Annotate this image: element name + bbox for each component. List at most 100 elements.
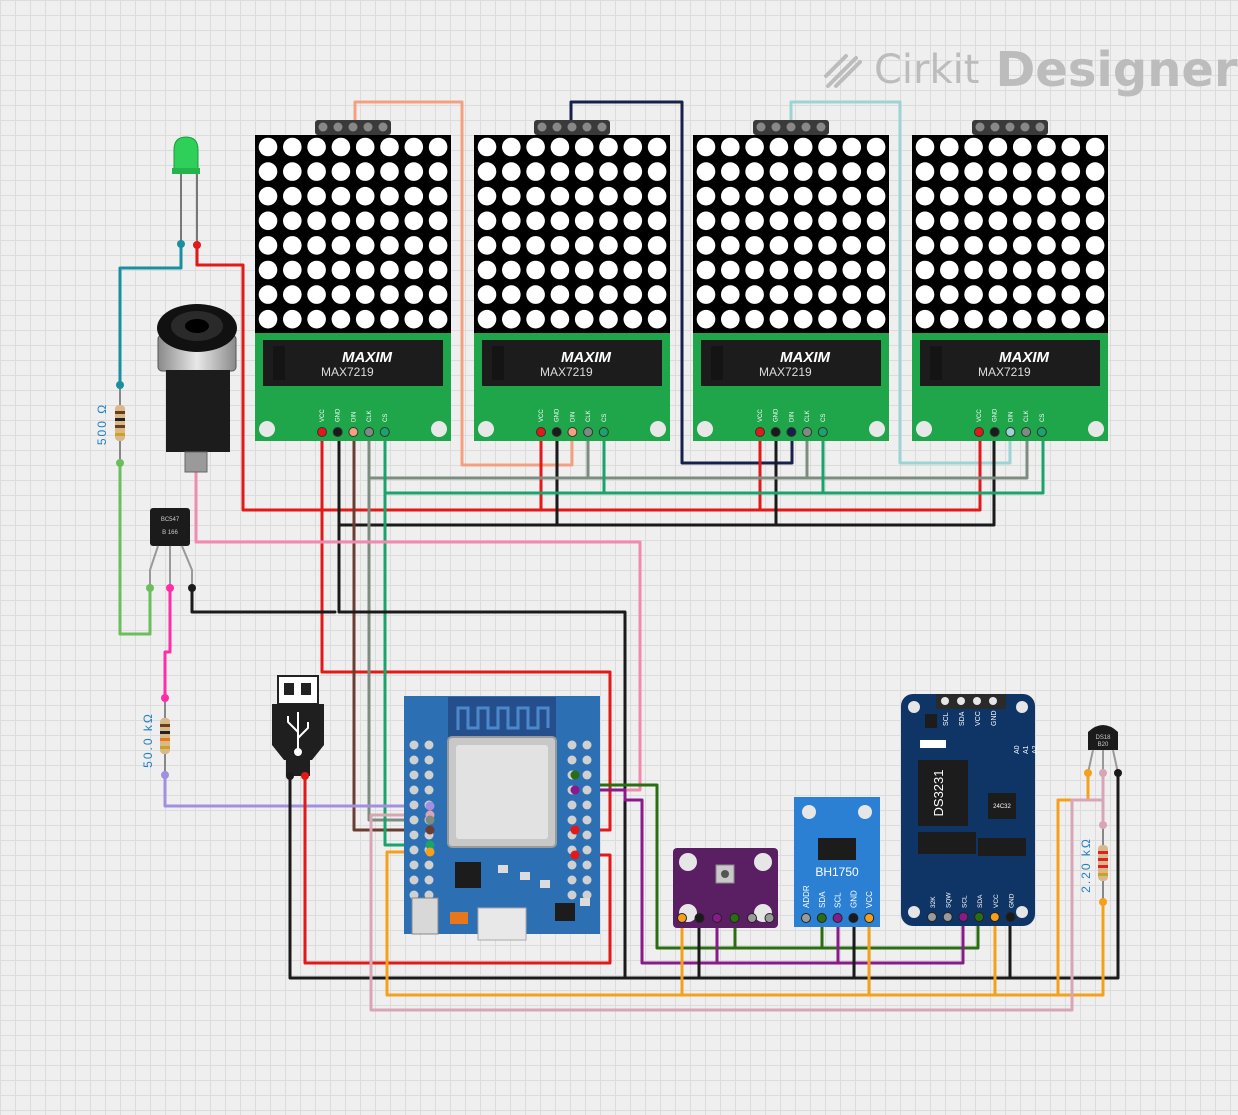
matrix-led xyxy=(258,137,278,157)
esp-connected-pin[interactable] xyxy=(570,825,580,835)
pin-vcc[interactable] xyxy=(536,427,546,437)
pin-label-vcc: VCC xyxy=(758,409,764,422)
matrix-led xyxy=(1012,309,1032,329)
pin-cs[interactable] xyxy=(379,427,390,437)
matrix-led xyxy=(647,236,667,255)
matrix-led xyxy=(258,260,278,280)
bme280-pin[interactable] xyxy=(712,913,722,923)
pin-cs[interactable] xyxy=(1036,427,1047,437)
resistor-50k[interactable] xyxy=(160,694,170,779)
matrix-led xyxy=(818,236,837,255)
bme280-pin[interactable] xyxy=(729,913,740,923)
rtc-pin-sda[interactable] xyxy=(974,912,985,922)
pin-din[interactable] xyxy=(786,427,797,437)
esp32-board[interactable] xyxy=(404,696,600,941)
pin-vcc[interactable] xyxy=(317,427,327,437)
matrix-led xyxy=(1061,186,1081,206)
matrix-led xyxy=(964,309,983,329)
esp-connected-pin[interactable] xyxy=(425,840,435,850)
matrix-led xyxy=(1037,186,1056,206)
matrix-led xyxy=(502,236,521,255)
rtc-top-pin[interactable] xyxy=(989,697,997,705)
bme280-pins xyxy=(677,913,775,923)
bh1750-pin-scl[interactable] xyxy=(832,913,843,923)
green-led[interactable] xyxy=(172,136,201,249)
pin-din[interactable] xyxy=(1005,427,1016,437)
matrix-led xyxy=(380,137,399,157)
rtc-pin-sqw[interactable] xyxy=(942,912,953,922)
bh1750-pin-gnd[interactable] xyxy=(848,913,859,923)
rtc-pin-32k[interactable] xyxy=(927,912,937,922)
pin-clk[interactable] xyxy=(1021,427,1032,437)
ds18b20-sensor[interactable]: DS18 B20 xyxy=(1084,725,1122,777)
esp-connected-pin[interactable] xyxy=(570,785,580,795)
rtc-top-pin[interactable] xyxy=(957,697,965,705)
usb-connector[interactable] xyxy=(272,675,324,780)
pin-cs[interactable] xyxy=(598,427,609,437)
esp-connected-pin[interactable] xyxy=(570,770,580,780)
rtc-top-pin[interactable] xyxy=(941,697,949,705)
esp-connected-pin[interactable] xyxy=(425,815,435,825)
bme280-pin[interactable] xyxy=(764,913,775,923)
pin-cs[interactable] xyxy=(817,427,828,437)
matrix-led xyxy=(307,309,326,329)
pin-clk[interactable] xyxy=(364,427,375,437)
bme280-pin[interactable] xyxy=(747,913,757,923)
bme280-pin[interactable] xyxy=(677,913,687,923)
matrix-led xyxy=(623,260,643,280)
bh1750-pin-vcc[interactable] xyxy=(864,913,875,923)
bh1750-pin-addr[interactable] xyxy=(801,913,811,923)
matrix-led xyxy=(623,162,643,181)
esp-connected-pin[interactable] xyxy=(425,801,435,811)
transistor-bc547[interactable]: BC547 B 166 xyxy=(146,508,196,592)
pin-gnd[interactable] xyxy=(989,427,1000,437)
matrix-led xyxy=(477,285,497,304)
bme280-sensor[interactable] xyxy=(673,848,778,928)
matrix-led xyxy=(915,236,935,255)
matrix-led xyxy=(842,236,862,255)
matrix-led xyxy=(842,162,862,181)
rtc-pin-scl[interactable] xyxy=(958,912,969,922)
wire-salmon xyxy=(353,100,574,467)
bh1750-pin-sda[interactable] xyxy=(816,913,827,923)
bme280-pin[interactable] xyxy=(694,913,705,923)
rtc-pin-gnd[interactable] xyxy=(1005,912,1016,922)
max7219-label: MAX7219 xyxy=(759,365,812,379)
pin-din[interactable] xyxy=(567,427,578,437)
esp-connected-pin[interactable] xyxy=(425,825,435,835)
matrix-led xyxy=(1061,285,1081,304)
pin-din[interactable] xyxy=(348,427,359,437)
matrix-led xyxy=(428,236,448,255)
pin-clk[interactable] xyxy=(583,427,594,437)
rtc-top-pin[interactable] xyxy=(973,697,981,705)
matrix-led xyxy=(599,236,618,255)
pin-gnd[interactable] xyxy=(551,427,562,437)
matrix-led xyxy=(550,285,570,304)
pin-clk[interactable] xyxy=(802,427,813,437)
matrix-led xyxy=(745,186,764,206)
resistor-2k2[interactable] xyxy=(1098,821,1108,906)
pin-vcc[interactable] xyxy=(755,427,765,437)
barrel-jack[interactable] xyxy=(157,304,237,473)
matrix-led xyxy=(258,309,278,329)
matrix-led xyxy=(331,285,351,304)
pin-gnd[interactable] xyxy=(770,427,781,437)
resistor-500[interactable] xyxy=(115,381,125,467)
matrix-led xyxy=(818,137,837,157)
pin-vcc[interactable] xyxy=(974,427,984,437)
matrix-led xyxy=(1012,186,1032,206)
matrix-led xyxy=(866,236,886,255)
esp-connected-pin[interactable] xyxy=(570,850,580,860)
pin-gnd[interactable] xyxy=(332,427,343,437)
esp-connected-pin[interactable] xyxy=(425,847,435,857)
matrix-led xyxy=(964,162,983,181)
matrix-led xyxy=(574,285,594,304)
rtc-pin-vcc[interactable] xyxy=(989,912,1000,922)
